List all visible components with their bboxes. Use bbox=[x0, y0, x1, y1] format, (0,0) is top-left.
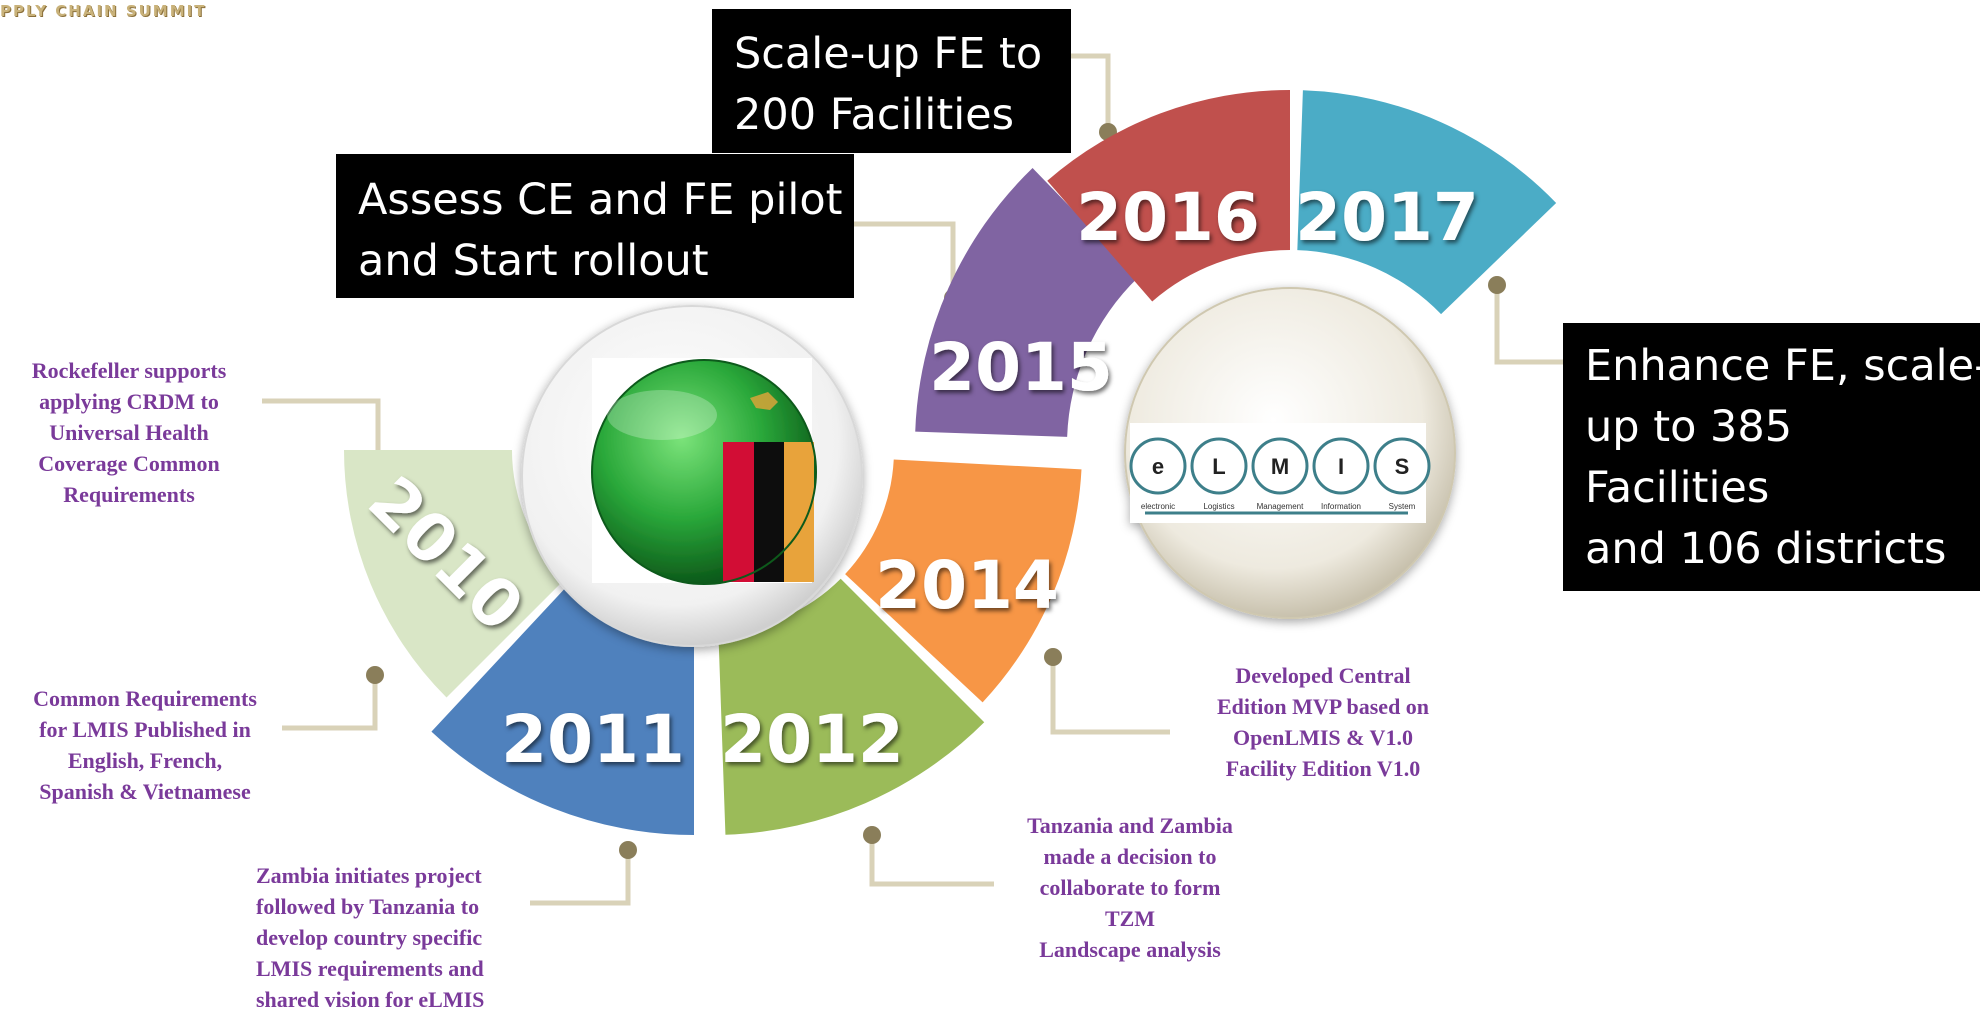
callout-line: and 106 districts bbox=[1585, 524, 1947, 574]
year-label-2016: 2016 bbox=[1076, 179, 1260, 256]
note-line: Edition MVP based on bbox=[1216, 694, 1430, 719]
segment-2010 bbox=[344, 450, 566, 698]
elmis-circle bbox=[1312, 437, 1370, 495]
elmis-word: Logistics bbox=[1203, 502, 1234, 511]
dot-2012 bbox=[863, 826, 881, 844]
note-line: Common Requirements bbox=[33, 686, 257, 711]
elmis-circle bbox=[1190, 437, 1248, 495]
note-line: Landscape analysis bbox=[1039, 937, 1221, 962]
elmis-badge: e electronic L Logistics M Management I Informa… bbox=[1124, 287, 1456, 619]
connector-common bbox=[282, 675, 378, 731]
segment-2017 bbox=[1297, 90, 1557, 315]
note-line: made a decision to bbox=[1043, 844, 1217, 869]
dot-2014 bbox=[1044, 648, 1062, 666]
note-line: Developed Central bbox=[1235, 663, 1411, 688]
segment-2015 bbox=[915, 168, 1139, 437]
zambia-globe bbox=[521, 305, 863, 647]
connector-2014 bbox=[1050, 657, 1170, 735]
connector-2011 bbox=[530, 850, 631, 906]
elmis-letter: e bbox=[1152, 454, 1164, 479]
elmis-letter: M bbox=[1271, 454, 1289, 479]
note-rockefeller: Rockefeller supports applying CRDM to Un… bbox=[0, 355, 258, 510]
segment-2011 bbox=[431, 583, 694, 835]
note-common-requirements: Common Requirements for LMIS Published i… bbox=[0, 683, 290, 807]
note-line: applying CRDM to bbox=[39, 389, 219, 414]
note-line: Coverage Common bbox=[38, 451, 220, 476]
elmis-letter: S bbox=[1395, 454, 1410, 479]
year-label-2015: 2015 bbox=[929, 329, 1113, 406]
eagle-icon bbox=[750, 392, 778, 410]
note-line: Spanish & Vietnamese bbox=[39, 779, 251, 804]
callout-2016: Scale-up FE to 200 Facilities bbox=[712, 9, 1071, 153]
elmis-word: System bbox=[1389, 502, 1416, 511]
note-zambia-initiates: Zambia initiates project followed by Tan… bbox=[256, 860, 532, 1015]
callout-line: 200 Facilities bbox=[734, 90, 1015, 140]
segment-2014 bbox=[845, 459, 1082, 703]
year-label-2012: 2012 bbox=[720, 701, 904, 778]
dot-2011 bbox=[619, 841, 637, 859]
note-line: OpenLMIS & V1.0 bbox=[1233, 725, 1413, 750]
year-label-2017: 2017 bbox=[1295, 179, 1479, 256]
note-tanzania-zambia: Tanzania and Zambia made a decision to c… bbox=[998, 810, 1262, 965]
elmis-word: Information bbox=[1321, 502, 1361, 511]
note-line: followed by Tanzania to bbox=[256, 894, 480, 919]
connector-2015 bbox=[854, 221, 956, 298]
note-line: Requirements bbox=[63, 482, 195, 507]
connector-2017 bbox=[1494, 285, 1563, 365]
note-line: shared vision for eLMIS bbox=[256, 987, 485, 1012]
callout-2017: Enhance FE, scale- up to 385 Facilities … bbox=[1563, 323, 1980, 591]
elmis-letter: L bbox=[1212, 454, 1225, 479]
callout-line: up to 385 bbox=[1585, 402, 1793, 452]
note-line: Tanzania and Zambia bbox=[1027, 813, 1233, 838]
summit-logo-text: PPLY CHAIN SUMMIT bbox=[0, 2, 207, 20]
year-label-2011: 2011 bbox=[501, 701, 685, 778]
note-line: LMIS requirements and bbox=[256, 956, 484, 981]
connector-2012 bbox=[869, 835, 994, 887]
note-line: Universal Health bbox=[49, 420, 209, 445]
note-line: develop country specific bbox=[256, 925, 483, 950]
callout-line: Facilities bbox=[1585, 463, 1770, 513]
note-line: Rockefeller supports bbox=[31, 358, 227, 383]
segment-2016 bbox=[1047, 89, 1290, 302]
note-central-edition: Developed Central Edition MVP based on O… bbox=[1185, 660, 1461, 784]
elmis-circle bbox=[1373, 437, 1431, 495]
elmis-logo: e electronic L Logistics M Management I Informa… bbox=[1129, 437, 1431, 511]
elmis-letter: I bbox=[1338, 454, 1344, 479]
callout-line: Scale-up FE to bbox=[734, 29, 1043, 79]
elmis-circle bbox=[1251, 437, 1309, 495]
year-segments bbox=[344, 89, 1557, 835]
elmis-word: electronic bbox=[1141, 502, 1175, 511]
segment-2012 bbox=[718, 578, 985, 835]
callout-line: and Start rollout bbox=[358, 236, 709, 286]
elmis-circle bbox=[1129, 437, 1187, 495]
note-line: collaborate to form bbox=[1039, 875, 1221, 900]
note-line: Facility Edition V1.0 bbox=[1225, 756, 1421, 781]
connector-2016 bbox=[1071, 53, 1111, 132]
dot-2017 bbox=[1488, 276, 1506, 294]
elmis-word: Management bbox=[1257, 502, 1304, 511]
note-line: English, French, bbox=[67, 748, 223, 773]
zambia-flag-icon bbox=[591, 359, 817, 585]
callout-line: Enhance FE, scale- bbox=[1585, 341, 1980, 391]
year-label-2014: 2014 bbox=[875, 547, 1059, 624]
note-line: for LMIS Published in bbox=[39, 717, 251, 742]
dot-common bbox=[366, 666, 384, 684]
note-line: Zambia initiates project bbox=[256, 863, 482, 888]
callout-2015: Assess CE and FE pilot and Start rollout bbox=[336, 154, 854, 298]
callout-line: Assess CE and FE pilot bbox=[358, 175, 843, 225]
note-line: TZM bbox=[1104, 906, 1156, 931]
